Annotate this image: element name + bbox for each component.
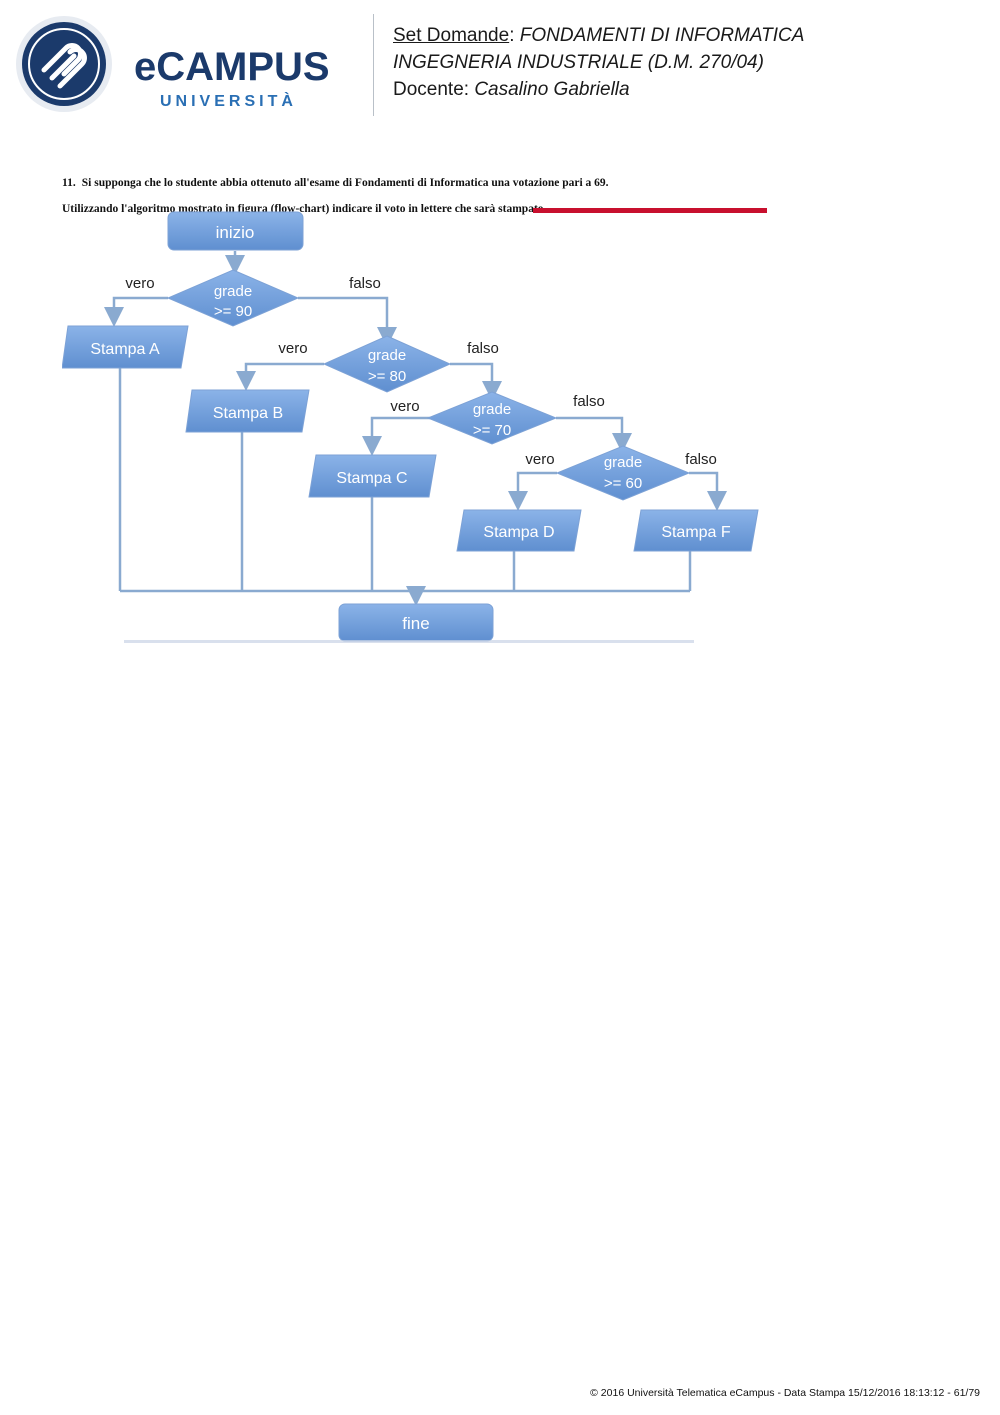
svg-text:Stampa D: Stampa D [483, 524, 554, 541]
course-title: FONDAMENTI DI INFORMATICA [519, 25, 805, 46]
svg-text:>= 60: >= 60 [604, 475, 642, 492]
output-stampa-f: Stampa F [633, 509, 759, 552]
page-footer: © 2016 Università Telematica eCampus - D… [590, 1387, 980, 1399]
svg-text:grade: grade [214, 283, 252, 300]
output-stampa-b: Stampa B [185, 389, 310, 433]
set-label: Set Domande [393, 25, 510, 46]
ecampus-logo: eCAMPUS UNIVERSITÀ [16, 16, 330, 112]
course-info: Set Domande: FONDAMENTI DI INFORMATICA I… [393, 25, 805, 100]
svg-text:Stampa F: Stampa F [661, 524, 731, 541]
label-vero-2: vero [278, 340, 307, 357]
course-subtitle: INGEGNERIA INDUSTRIALE (D.M. 270/04) [393, 52, 764, 73]
decision-70: grade >= 70 [426, 391, 558, 445]
page-header: eCAMPUS UNIVERSITÀ Set Domande: FONDAMEN… [0, 0, 1000, 125]
svg-text:Stampa B: Stampa B [213, 405, 283, 422]
label-falso-1: falso [349, 275, 381, 292]
question-text: Si supponga che lo studente abbia ottenu… [81, 177, 609, 189]
header-divider [373, 14, 374, 116]
svg-text:>= 70: >= 70 [473, 422, 511, 439]
connector-lines [104, 251, 727, 606]
label-vero-4: vero [525, 451, 554, 468]
label-falso-3: falso [573, 393, 605, 410]
decision-80: grade >= 80 [322, 335, 452, 393]
label-vero-3: vero [390, 398, 419, 415]
svg-text:grade: grade [473, 401, 511, 418]
red-band [533, 208, 767, 213]
teacher-name: Casalino Gabriella [474, 79, 630, 100]
svg-text:>= 90: >= 90 [214, 303, 252, 320]
label-falso-2: falso [467, 340, 499, 357]
label-vero-1: vero [125, 275, 154, 292]
output-stampa-c: Stampa C [308, 454, 437, 498]
svg-text:Stampa A: Stampa A [90, 341, 160, 358]
flowchart-figure: inizio grade >= 90 grade >= 80 grade >= … [62, 208, 767, 643]
label-falso-4: falso [685, 451, 717, 468]
bottom-band [124, 640, 694, 643]
svg-text:grade: grade [368, 347, 406, 364]
svg-text:grade: grade [604, 454, 642, 471]
decision-60: grade >= 60 [555, 445, 691, 501]
output-stampa-a: Stampa A [62, 325, 189, 369]
question-number: 11. [62, 177, 76, 189]
end-label: fine [402, 614, 429, 633]
start-node [167, 211, 304, 251]
svg-text:>= 80: >= 80 [368, 368, 406, 385]
output-stampa-d: Stampa D [456, 509, 582, 552]
svg-text:eCAMPUS: eCAMPUS [134, 45, 330, 89]
start-label: inizio [216, 223, 255, 242]
decision-90: grade >= 90 [166, 269, 300, 327]
svg-text:UNIVERSITÀ: UNIVERSITÀ [160, 91, 297, 110]
svg-text:Stampa C: Stampa C [336, 470, 407, 487]
teacher-label: Docente: [393, 79, 475, 100]
